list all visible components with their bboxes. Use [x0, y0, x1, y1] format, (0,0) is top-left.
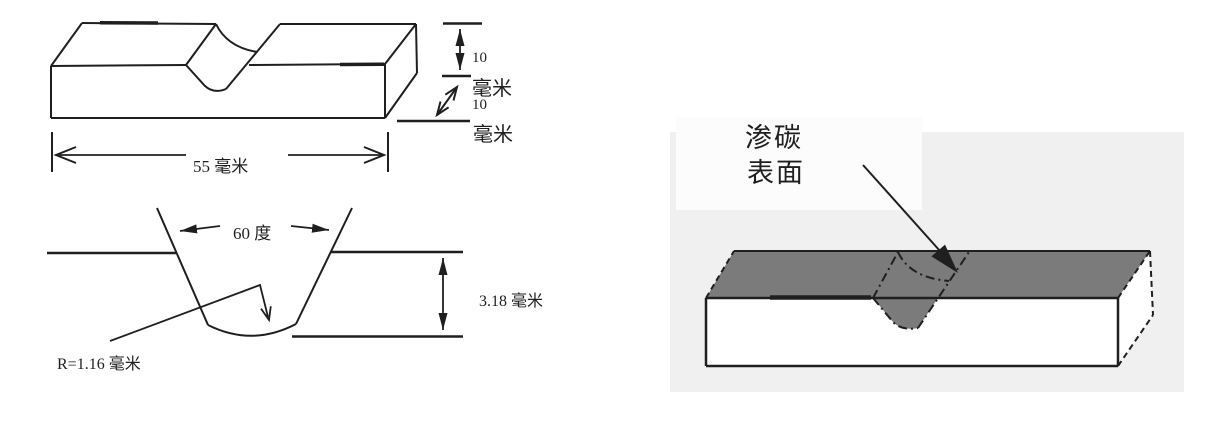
- depth-arrowhead-bottom-icon: [435, 101, 450, 118]
- angle-dimension-label: 60 度: [233, 224, 271, 243]
- length-dimension-label: 55 毫米: [193, 157, 248, 176]
- notch-right-flank: [295, 207, 353, 325]
- angle-dimension-line-left: [179, 224, 221, 234]
- depth-unit-label: 毫米: [473, 123, 513, 146]
- block-carburized-top-face: [706, 251, 1150, 298]
- notch-detail-figure: 60 度 3.18 毫米 R=1.16 毫米: [47, 207, 543, 373]
- carburized-label-line2: 表面: [747, 158, 805, 188]
- specimen-notch-back-profile: [215, 23, 258, 53]
- length-dimension: 55 毫米: [51, 132, 389, 176]
- length-arrowhead-right-icon: [363, 146, 387, 164]
- notch-left-flank: [156, 207, 209, 326]
- specimen-right-edge: [415, 23, 418, 74]
- height-width-dimension: 10 毫米 10 毫米: [397, 22, 513, 146]
- specimen-top-right-slant-edge: [384, 23, 417, 65]
- depth-arrowhead-top-icon: [444, 84, 459, 101]
- radius-leader-arrowhead-icon: [260, 306, 272, 323]
- length-arrowhead-left-icon: [53, 146, 77, 164]
- notch-depth-label: 3.18 毫米: [479, 291, 543, 310]
- specimen-front-edge: [50, 63, 386, 67]
- depth-dimension-arrow: [436, 86, 458, 116]
- block-right-face: [1118, 251, 1153, 366]
- block-left-slant-edge: [705, 250, 735, 299]
- radius-leader-line: [109, 283, 269, 342]
- specimen-bottom-right-slant-edge: [384, 72, 418, 119]
- block-right-edge: [1149, 250, 1154, 316]
- block-notch-back-profile: [897, 251, 950, 282]
- carburized-pointer-arrowhead-icon: [931, 244, 958, 273]
- depth-value-label: 10: [472, 97, 487, 113]
- specimen-notch-front-profile: [185, 64, 227, 92]
- block-notch-left-rim: [872, 251, 899, 299]
- carburized-surface-figure: 渗碳 表面: [670, 117, 1184, 392]
- carburized-label-line1: 渗碳: [745, 123, 803, 153]
- isometric-specimen-figure: [50, 20, 418, 119]
- height-value-label: 10: [472, 50, 487, 66]
- specimen-notch-right-wall-edge: [225, 23, 281, 90]
- block-notch-front-profile: [872, 297, 919, 330]
- notch-root-arc: [207, 323, 297, 337]
- block-notch-right-wall-edge: [917, 251, 970, 329]
- specimen-left-slant-edge: [50, 22, 83, 67]
- notch-radius-label: R=1.16 毫米: [57, 354, 141, 373]
- carburized-label-backdrop: [676, 117, 922, 210]
- angle-dimension-line-right: [290, 223, 330, 233]
- carburized-pointer-line: [862, 164, 941, 252]
- specimen-notch-left-rim: [185, 23, 217, 66]
- height-unit-label: 毫米: [472, 77, 512, 100]
- block-front-face: [706, 298, 1118, 366]
- block-bottom-right-slant-edge: [1117, 314, 1154, 367]
